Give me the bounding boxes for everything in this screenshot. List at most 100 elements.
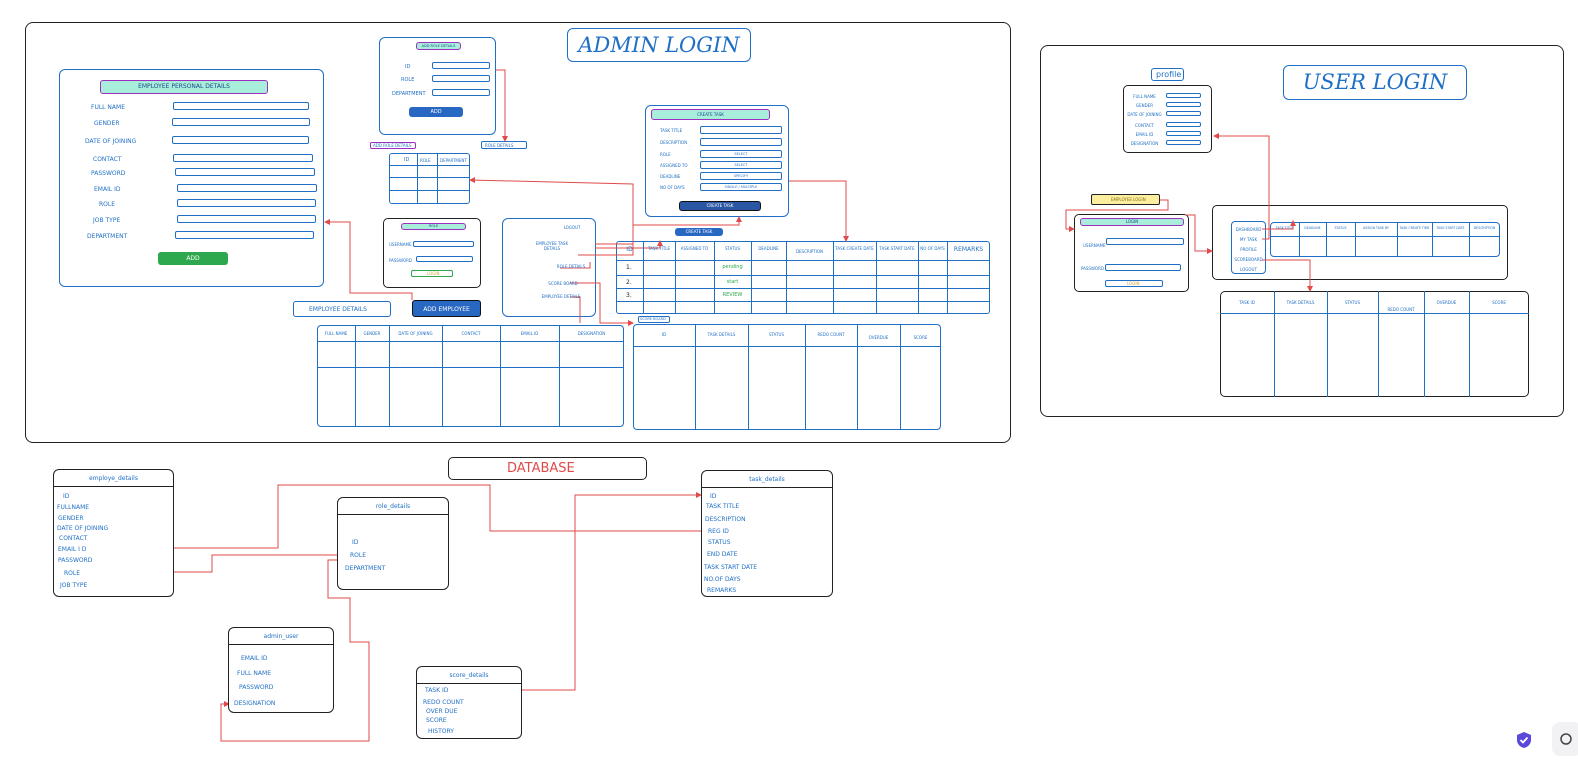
role-field-input[interactable] — [432, 75, 490, 82]
task-table-header: TASK CREATE DATE — [835, 246, 874, 251]
user-menu-item[interactable]: SCOREBOARD — [1234, 257, 1263, 262]
employee-field-input[interactable] — [172, 136, 309, 144]
admin-username-input[interactable] — [413, 241, 474, 247]
create-task-field-input[interactable]: SINGLE / MULTIPLE — [700, 183, 782, 191]
task-table-row-line — [616, 275, 990, 276]
admin-menu-item[interactable]: EMPLOYEE DETAILS — [541, 294, 581, 299]
user-menu-item[interactable]: DASHBOARD — [1235, 227, 1262, 232]
user-username-input[interactable] — [1106, 238, 1184, 245]
profile-tag[interactable] — [1151, 68, 1184, 81]
employee-field-input[interactable] — [177, 184, 317, 192]
create-task-button[interactable]: CREATE TASK — [679, 201, 761, 211]
role-field-input[interactable] — [432, 62, 490, 69]
create-task-field-input[interactable]: SELECT — [700, 161, 782, 169]
db-field: REMARKS — [707, 587, 737, 594]
add-employee-button[interactable]: ADD EMPLOYEE — [412, 300, 481, 317]
create-task-field-input[interactable] — [700, 126, 782, 134]
employee-field-label: GENDER — [94, 120, 120, 127]
db-table-header-line — [416, 683, 522, 684]
employee-field-input[interactable] — [173, 154, 313, 162]
employee-field-input[interactable] — [175, 168, 315, 176]
db-table-score_details — [416, 666, 522, 739]
role-form-header: ADD ROLE DETAILS — [416, 42, 461, 50]
admin-menu-item[interactable]: LOGOUT — [563, 225, 581, 230]
db-field: OVER DUE — [426, 708, 458, 715]
admin-login-box — [383, 218, 481, 288]
user-menu-item[interactable]: MY TASK — [1239, 237, 1258, 242]
create-task-form — [645, 105, 789, 217]
chat-icon[interactable] — [1552, 722, 1578, 756]
employee-table-header: EMAIL ID — [520, 331, 539, 336]
profile-field-input[interactable] — [1166, 102, 1201, 107]
user-score-header: TASK ID — [1239, 300, 1255, 305]
role-table-header-id: ID — [404, 157, 410, 163]
add-role-tag[interactable] — [370, 142, 416, 149]
create-task-tag[interactable]: CREATE TASK — [675, 228, 723, 236]
employee-field-input[interactable] — [177, 199, 316, 207]
score-table-divider — [857, 324, 858, 430]
task-table-divider — [876, 241, 877, 314]
role-table-header-role: ROLE — [420, 158, 431, 163]
employee-table-header: CONTACT — [461, 331, 481, 336]
shield-check-icon[interactable] — [1516, 731, 1532, 749]
user-score-header: STATUS — [1344, 300, 1360, 305]
employee-table-divider — [500, 325, 501, 427]
profile-field-label: DESIGNATION — [1130, 141, 1159, 146]
admin-menu-item[interactable]: SCORE BOARD — [548, 281, 578, 286]
create-task-field-input[interactable]: SPECIFY — [700, 172, 782, 180]
employee-details-tag[interactable] — [293, 301, 391, 317]
score-table-header: TASK DETAILS — [707, 332, 736, 337]
admin-menu-item[interactable]: EMPLOYEE TASK DETAILS — [535, 241, 569, 251]
task-table-header: DEADLINE — [758, 246, 779, 251]
score-board-tag[interactable] — [638, 316, 670, 323]
employee-login-tag[interactable] — [1091, 194, 1160, 205]
db-table-header-line — [228, 644, 334, 645]
employee-field-input[interactable] — [173, 102, 309, 110]
db-field: DESCRIPTION — [705, 516, 746, 523]
score-table-header: OVERDUE — [868, 335, 889, 340]
profile-field-input[interactable] — [1166, 111, 1201, 116]
employee-table-header: DESIGNATION — [577, 331, 606, 336]
user-menu-item[interactable]: LOGOUT — [1240, 267, 1257, 272]
user-menu-item[interactable]: PROFILE — [1240, 247, 1257, 252]
employee-login-tag-label: EMPLOYEE LOGIN — [1111, 197, 1146, 202]
admin-password-label: PASSWORD — [389, 258, 412, 263]
user-task-header: TASK TITLE — [1275, 226, 1294, 230]
database-title: DATABASE — [507, 461, 575, 476]
employee-details-form — [59, 69, 324, 287]
profile-field-input[interactable] — [1166, 93, 1201, 98]
user-login-box — [1074, 214, 1189, 292]
create-task-header: CREATE TASK — [651, 109, 770, 120]
admin-password-input[interactable] — [416, 256, 473, 262]
user-menu — [1231, 221, 1266, 274]
user-login-button-label: LOGIN — [1127, 281, 1140, 286]
employee-field-input[interactable] — [172, 118, 310, 126]
user-password-input[interactable] — [1105, 264, 1181, 271]
role-add-button[interactable]: ADD — [409, 107, 463, 117]
admin-menu-item[interactable]: ROLE DETAILS — [556, 264, 586, 269]
db-field: GENDER — [58, 515, 84, 522]
employee-table-divider — [355, 325, 356, 427]
admin-login-button[interactable] — [411, 270, 453, 277]
profile-field-label: CONTACT — [1135, 123, 1154, 128]
db-table-task_details — [701, 470, 833, 597]
profile-tag-label: profile — [1156, 70, 1182, 79]
profile-field-input[interactable] — [1166, 131, 1201, 136]
employee-field-input[interactable] — [177, 215, 316, 223]
task-table-header: STATUS — [724, 246, 740, 251]
employee-field-input[interactable] — [175, 231, 314, 239]
db-field: PASSWORD — [58, 557, 93, 564]
profile-field-input[interactable] — [1166, 122, 1201, 127]
create-task-field-input[interactable] — [700, 138, 782, 146]
db-field: SCORE — [426, 717, 447, 724]
user-dashboard-box — [1212, 205, 1508, 280]
db-table-header-line — [53, 486, 174, 487]
profile-field-input[interactable] — [1166, 140, 1201, 145]
create-task-field-input[interactable]: SELECT — [700, 150, 782, 158]
employee-add-button[interactable]: ADD — [158, 252, 228, 265]
admin-login-frame — [25, 22, 1011, 443]
role-details-tag-label: ROLE DETAILS — [485, 143, 514, 148]
user-login-button[interactable] — [1105, 280, 1163, 287]
role-field-input[interactable] — [432, 89, 490, 96]
user-score-header: REDO COUNT — [1387, 307, 1415, 312]
